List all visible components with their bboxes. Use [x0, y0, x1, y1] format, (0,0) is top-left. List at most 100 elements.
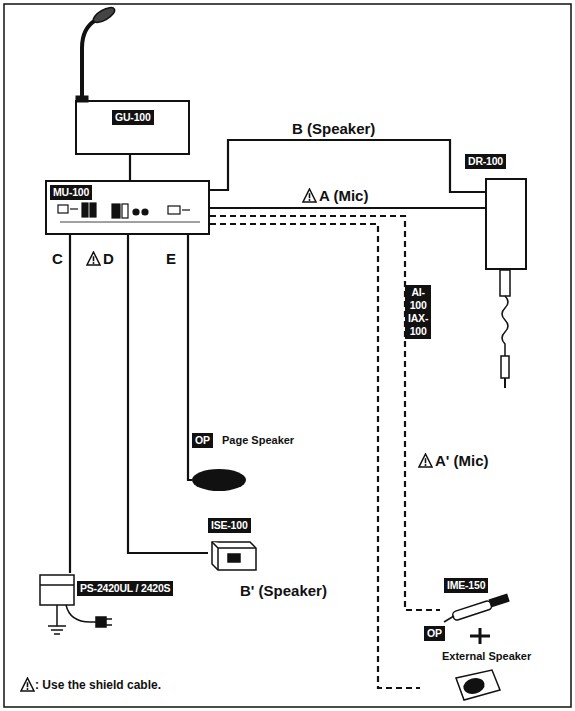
frame [4, 4, 571, 707]
warning-mark [27, 682, 29, 687]
device-caption: Page Speaker [222, 434, 294, 447]
warning-dot [27, 688, 29, 690]
warning-triangle [87, 252, 100, 265]
cable [210, 207, 485, 209]
cable [210, 140, 485, 192]
clip-mic-unit: IME-150 [440, 578, 520, 624]
option-cross [470, 628, 490, 644]
warning-dot [309, 199, 311, 201]
clip-mic-part [444, 616, 454, 622]
model-tag: MU-100 [50, 185, 92, 200]
ise-device-part [212, 542, 256, 570]
gooseneck-mic-part [91, 5, 117, 26]
cable-name: E [166, 250, 176, 267]
cable-label: A' (Mic) [416, 452, 491, 469]
device-caption: External Speaker [442, 650, 531, 663]
panel-connectors-part [182, 209, 190, 210]
warning-mark [93, 256, 95, 261]
ise-device-part [228, 554, 240, 562]
external-speaker: OP External Speaker [420, 626, 538, 706]
cable-name: B (Speaker) [292, 120, 375, 137]
model-tag: AI-100 IAX-100 [405, 285, 431, 339]
ise-device-part [212, 542, 256, 570]
model-tag: OP [424, 626, 445, 641]
warning-triangle [303, 189, 316, 202]
door-station: DR-100 [485, 178, 527, 270]
warning-symbol [302, 188, 317, 203]
external-speaker-icon-part [463, 677, 486, 695]
cable-name: A (Mic) [319, 187, 368, 204]
cable-label: D [84, 250, 116, 267]
power-adapter-part [106, 618, 112, 620]
handset-cord [500, 270, 510, 388]
clip-mic-part [452, 600, 493, 621]
power-supply: PS-2420UL / 2420S [35, 573, 210, 618]
power-adapter-part [106, 624, 112, 626]
cable-label: A (Mic) [300, 187, 370, 204]
cable-name: A' (Mic) [435, 452, 489, 469]
model-tag: ISE-100 [208, 518, 251, 533]
legend-item: : Use the shield cable. [20, 677, 161, 692]
power-adapter-part [66, 605, 96, 622]
legend: : Use the shield cable. [20, 677, 161, 692]
cable-label: E [164, 250, 178, 267]
page-speaker-icon-part [192, 469, 246, 491]
panel-connectors-part [90, 203, 96, 217]
warning-triangle [419, 454, 432, 467]
cable-label: B' (Speaker) [238, 582, 329, 599]
handset-cord-part [501, 356, 509, 378]
panel-connectors-part [60, 222, 200, 223]
panel-connectors-part [133, 209, 139, 215]
cable-name: C [52, 250, 63, 267]
ise-unit: ISE-100 [208, 518, 260, 573]
page-speaker-icon [192, 469, 246, 491]
power-adapter-part [48, 605, 66, 634]
warning-dot [425, 464, 427, 466]
warning-symbol [20, 677, 35, 692]
panel-connectors-part [82, 203, 88, 217]
handset-label: AI-100 IAX-100 [405, 285, 432, 339]
clip-mic [444, 594, 509, 622]
cable-name: D [103, 250, 114, 267]
model-tag: OP [192, 433, 213, 448]
cable-label: B (Speaker) [290, 120, 377, 137]
cable [69, 235, 71, 573]
cable-name: B' (Speaker) [240, 582, 327, 599]
cable [129, 155, 131, 180]
external-speaker-icon [456, 670, 500, 700]
panel-connectors [58, 203, 200, 222]
panel-connectors-part [112, 204, 120, 218]
handset-cord-part [504, 378, 506, 388]
option-cross-part [479, 628, 482, 644]
panel-connectors-part [122, 204, 128, 218]
gooseneck-mic-part [82, 20, 96, 100]
main-unit: MU-100 [45, 180, 210, 235]
cable [210, 216, 440, 610]
model-tag: PS-2420UL / 2420S [77, 581, 173, 596]
cable [210, 224, 420, 688]
gooseneck-mic [76, 5, 117, 102]
external-speaker-icon-part [456, 670, 500, 700]
warning-triangle [21, 678, 34, 691]
desk-unit: GU-100 [75, 100, 190, 155]
cable [128, 235, 208, 553]
clip-mic-part [490, 594, 509, 606]
warning-mark [425, 458, 427, 463]
handset-cord-part [500, 270, 510, 296]
warning-symbol [418, 453, 433, 468]
warning-dot [93, 262, 95, 264]
model-tag: IME-150 [444, 578, 488, 593]
panel-connectors-part [58, 205, 68, 213]
panel-connectors-part [168, 206, 180, 214]
warning-symbol [86, 251, 101, 266]
warning-mark [309, 193, 311, 198]
model-tag: GU-100 [112, 110, 154, 125]
model-tag: DR-100 [465, 154, 506, 169]
cable-label: C [50, 250, 65, 267]
panel-connectors-part [70, 208, 78, 209]
handset-cord-part [502, 296, 508, 356]
page-speaker: OP Page Speaker [192, 433, 317, 493]
